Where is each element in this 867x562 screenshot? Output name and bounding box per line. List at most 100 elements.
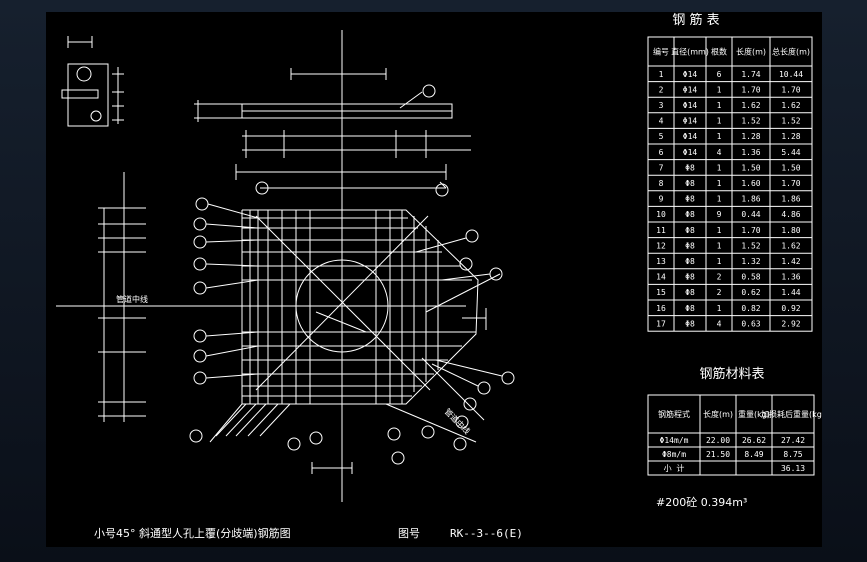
table-cell: Φ14 [683,70,698,79]
hatch [215,403,291,437]
table-cell: 0.82 [741,304,760,313]
table-cell: 1.44 [781,288,800,297]
table-cell: Φ14m/m [660,436,689,445]
table-cell: 4.86 [781,210,800,219]
table-cell: 15 [656,288,666,297]
table-cell: 1.62 [781,101,800,110]
table-cell: 3 [659,101,664,110]
table-cell: Φ14 [683,117,698,126]
table-cell: Φ8 [685,257,695,266]
manhole-opening [295,259,389,353]
table-cell: 1 [717,117,722,126]
cad-drawing: 管道中线 管道中线 钢 筋 表 编号直径(mm)根数长度(m)总长度(m)1Φ1… [56,12,822,540]
table-cell: 5.44 [781,148,800,157]
table-cell: Φ8 [685,319,695,328]
callouts-right [387,229,515,465]
table-cell: Φ14 [683,101,698,110]
table-cell: 9 [717,210,722,219]
table-cell: 1 [717,163,722,172]
table-cell: 4 [659,117,664,126]
table-cell: 1 [717,241,722,250]
table-cell: 1 [717,257,722,266]
table-cell: 1 [717,195,722,204]
table-cell: 1 [717,179,722,188]
table-cell: Φ8 [685,179,695,188]
table-cell: 1 [717,101,722,110]
table-cell: 1.52 [741,241,760,250]
table-cell: 22.00 [706,436,730,445]
table-cell: 1.28 [781,132,800,141]
table-cell: 1 [717,85,722,94]
left-dimensions [98,172,146,422]
table-cell: 1 [717,132,722,141]
table-cell: 1.50 [781,163,800,172]
callouts-left [189,197,323,451]
table-cell: 2 [659,85,664,94]
table-header-cell: 总长度(m) [772,47,810,57]
table-cell: 4 [717,148,722,157]
table-header-cell: 长度(m) [736,47,766,57]
table-cell: 2 [717,288,722,297]
table-cell: 1.32 [741,257,760,266]
table-cell: 16 [656,304,666,313]
table-cell: 0.44 [741,210,760,219]
drawing-no: RK--3--6(E) [450,527,523,540]
table-cell: 2 [717,273,722,282]
table-cell: 1.80 [781,226,800,235]
drawing-title: 小号45° 斜通型人孔上覆(分歧端)钢筋图 [94,526,291,540]
table-cell: 1 [717,226,722,235]
table-cell: 8.49 [744,450,763,459]
table-header-cell: 钢筋程式 [658,409,690,419]
table-cell: 13 [656,257,666,266]
table-cell: 0.58 [741,273,760,282]
table-cell: Φ8 [685,288,695,297]
table-cell: Φ8 [685,273,695,282]
table-cell: 17 [656,319,666,328]
table-cell: 27.42 [781,436,805,445]
table-cell: 11 [656,226,666,235]
table-header-cell: 根数 [711,47,727,57]
table-cell: 0.92 [781,304,800,313]
table-cell: 6 [717,70,722,79]
table-cell: 1.60 [741,179,760,188]
table-cell: 1 [659,70,664,79]
table-cell: Φ8 [685,226,695,235]
table-cell: 1.86 [741,195,760,204]
table-cell: 14 [656,273,666,282]
table-cell: 26.62 [742,436,766,445]
rebar-diagonals [209,215,477,443]
table-cell: Φ8 [685,241,695,250]
drawing-no-label: 图号 [398,527,420,540]
table-cell: 0.62 [741,288,760,297]
table-cell: 1.70 [741,226,760,235]
table-cell: 0.63 [741,319,760,328]
table-cell: Φ8 [685,210,695,219]
table-cell: Φ8 [685,195,695,204]
table-cell: 1.86 [781,195,800,204]
plan-outline [241,181,479,405]
table-header-cell: 加损耗后重量(kg) [761,409,822,419]
table-cell: 7 [659,163,664,172]
table-cell: 1.50 [741,163,760,172]
table-cell: Φ8 [685,304,695,313]
table-cell: Φ8 [685,163,695,172]
table-cell: Φ14 [683,148,698,157]
table-header-cell: 直径(mm) [671,47,709,57]
table-cell: 10.44 [779,70,803,79]
table-cell: 1.62 [781,241,800,250]
table-cell: 21.50 [706,450,730,459]
table-cell: 1.74 [741,70,760,79]
concrete-note: #200砼 0.394m³ [656,496,747,509]
rebar-horizontals [242,217,476,397]
table-cell: 8 [659,179,664,188]
table-header-cell: 编号 [653,47,669,57]
table-cell: Φ14 [683,85,698,94]
table-cell: 1.42 [781,257,800,266]
table-cell: 10 [656,210,666,219]
rebar-verticals [249,210,439,404]
table-cell: 9 [659,195,664,204]
table-cell: Φ8m/m [662,450,686,459]
